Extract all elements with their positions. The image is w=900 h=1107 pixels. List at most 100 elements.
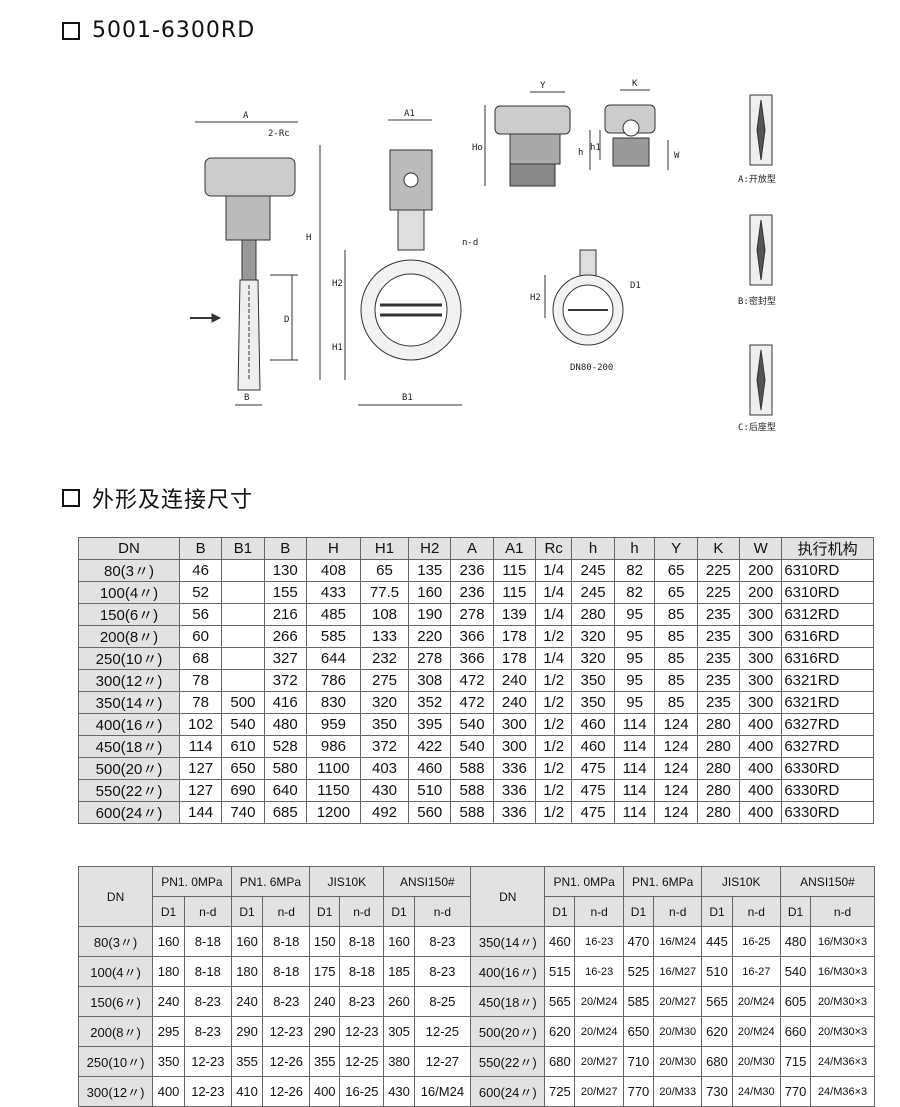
group-header: ANSI150#: [383, 866, 472, 897]
table-cell: 280: [696, 713, 741, 736]
table-cell: 16-23: [574, 926, 624, 957]
table-cell: 472: [450, 691, 494, 714]
table-cell: 320: [359, 691, 410, 714]
table-cell: 85: [654, 603, 698, 626]
table-cell: 403: [359, 757, 410, 780]
table-cell: 133: [359, 625, 410, 648]
table-cell: 124: [654, 757, 698, 780]
table-cell: 480: [263, 713, 307, 736]
table-cell: 65: [359, 559, 410, 582]
table-cell: 355: [309, 1046, 341, 1077]
table-cell: 127: [178, 757, 223, 780]
table-cell: 327: [263, 647, 307, 670]
table-cell: 445: [701, 926, 733, 957]
group-header: PN1. 0MPa: [544, 866, 624, 897]
table-cell: 644: [305, 647, 361, 670]
small-flange-drawing: H2 D1 DN80-200: [530, 249, 641, 373]
table-cell: 6321RD: [781, 691, 874, 714]
table-cell: 280: [696, 735, 741, 758]
table-cell: 114: [613, 713, 656, 736]
table-cell: 12-26: [262, 1046, 311, 1077]
dn-cell: 450(18〃): [78, 735, 180, 758]
sub-header: D1: [779, 896, 812, 927]
table-cell: 366: [450, 647, 494, 670]
dim-label-H2: H2: [332, 279, 343, 289]
table-cell: 12-25: [413, 1016, 472, 1047]
table-cell: 240: [152, 986, 185, 1017]
table-cell: 8-18: [262, 926, 311, 957]
table-cell: 400: [739, 757, 783, 780]
table-cell: 20/M24: [574, 986, 624, 1017]
table-cell: 200: [739, 559, 783, 582]
table-cell: 510: [408, 779, 452, 802]
group-header: PN1. 6MPa: [230, 866, 311, 897]
table-cell: 52: [178, 581, 223, 604]
sub-header: D1: [701, 896, 733, 927]
dim-label-K: K: [632, 79, 638, 89]
table-cell: 770: [779, 1076, 812, 1107]
table-cell: 336: [492, 801, 537, 824]
table-cell: 565: [544, 986, 576, 1017]
flange-table: DN PN1. 0MPa PN1. 6MPa JIS10K ANSI150# D…: [77, 866, 876, 1107]
table-cell: 278: [450, 603, 494, 626]
table-cell: 460: [571, 735, 615, 758]
column-header: H: [305, 537, 361, 560]
sub-header: n-d: [183, 896, 232, 927]
table-cell: 12-25: [339, 1046, 385, 1077]
table-cell: 540: [450, 735, 494, 758]
table-cell: 8-18: [339, 956, 385, 987]
table-cell: 24/M36×3: [810, 1046, 875, 1077]
table-cell: 6312RD: [781, 603, 874, 626]
dn-cell: 100(4〃): [78, 581, 180, 604]
flange-table-group-row: DN PN1. 0MPa PN1. 6MPa JIS10K ANSI150# D…: [77, 866, 876, 927]
table-cell: 245: [571, 581, 615, 604]
dn-cell: 500(20〃): [470, 1016, 546, 1047]
column-header: A: [450, 537, 494, 560]
dn-cell: 250(10〃): [78, 647, 180, 670]
table-cell: 160: [408, 581, 452, 604]
table-cell: 588: [450, 801, 494, 824]
table-cell: 20/M33: [653, 1076, 703, 1107]
table-cell: 20/M27: [574, 1046, 624, 1077]
dim-label-nd: n-d: [462, 238, 478, 248]
table-cell: 8-23: [183, 986, 232, 1017]
checkbox-square-icon: [62, 21, 80, 40]
dim-label-W: W: [674, 151, 680, 161]
table-cell: 240: [492, 669, 537, 692]
table-cell: 366: [450, 625, 494, 648]
dim-label-D: D: [284, 315, 289, 325]
dn-header: DN: [470, 866, 546, 927]
dim-label-A1: A1: [404, 109, 415, 119]
group-header: JIS10K: [701, 866, 781, 897]
table-cell: 245: [571, 559, 615, 582]
table-cell: 175: [309, 956, 341, 987]
table-cell: 127: [178, 779, 223, 802]
table-cell: 300: [739, 691, 783, 714]
table-cell: 6330RD: [781, 779, 874, 802]
table-cell: 16/M24: [413, 1076, 472, 1107]
table-cell: 372: [359, 735, 410, 758]
sub-header: n-d: [574, 896, 624, 927]
table-cell: 1/2: [534, 779, 573, 802]
table-cell: 350: [359, 713, 410, 736]
table-cell: 1/2: [534, 691, 573, 714]
table-cell: 588: [450, 779, 494, 802]
dn-cell: 150(6〃): [78, 603, 180, 626]
table-cell: 20/M27: [574, 1076, 624, 1107]
column-header: h: [571, 537, 615, 560]
table-cell: 160: [230, 926, 264, 957]
table-cell: 6327RD: [781, 735, 874, 758]
dn-cell: 600(24〃): [78, 801, 180, 824]
table-cell: 460: [408, 757, 452, 780]
dn-header: DN: [77, 866, 154, 927]
table-cell: 320: [571, 647, 615, 670]
table-cell: 225: [696, 581, 741, 604]
table-cell: [221, 625, 265, 648]
table-cell: 1/2: [534, 801, 573, 824]
table-cell: 8-23: [183, 1016, 232, 1047]
table-cell: 830: [305, 691, 361, 714]
